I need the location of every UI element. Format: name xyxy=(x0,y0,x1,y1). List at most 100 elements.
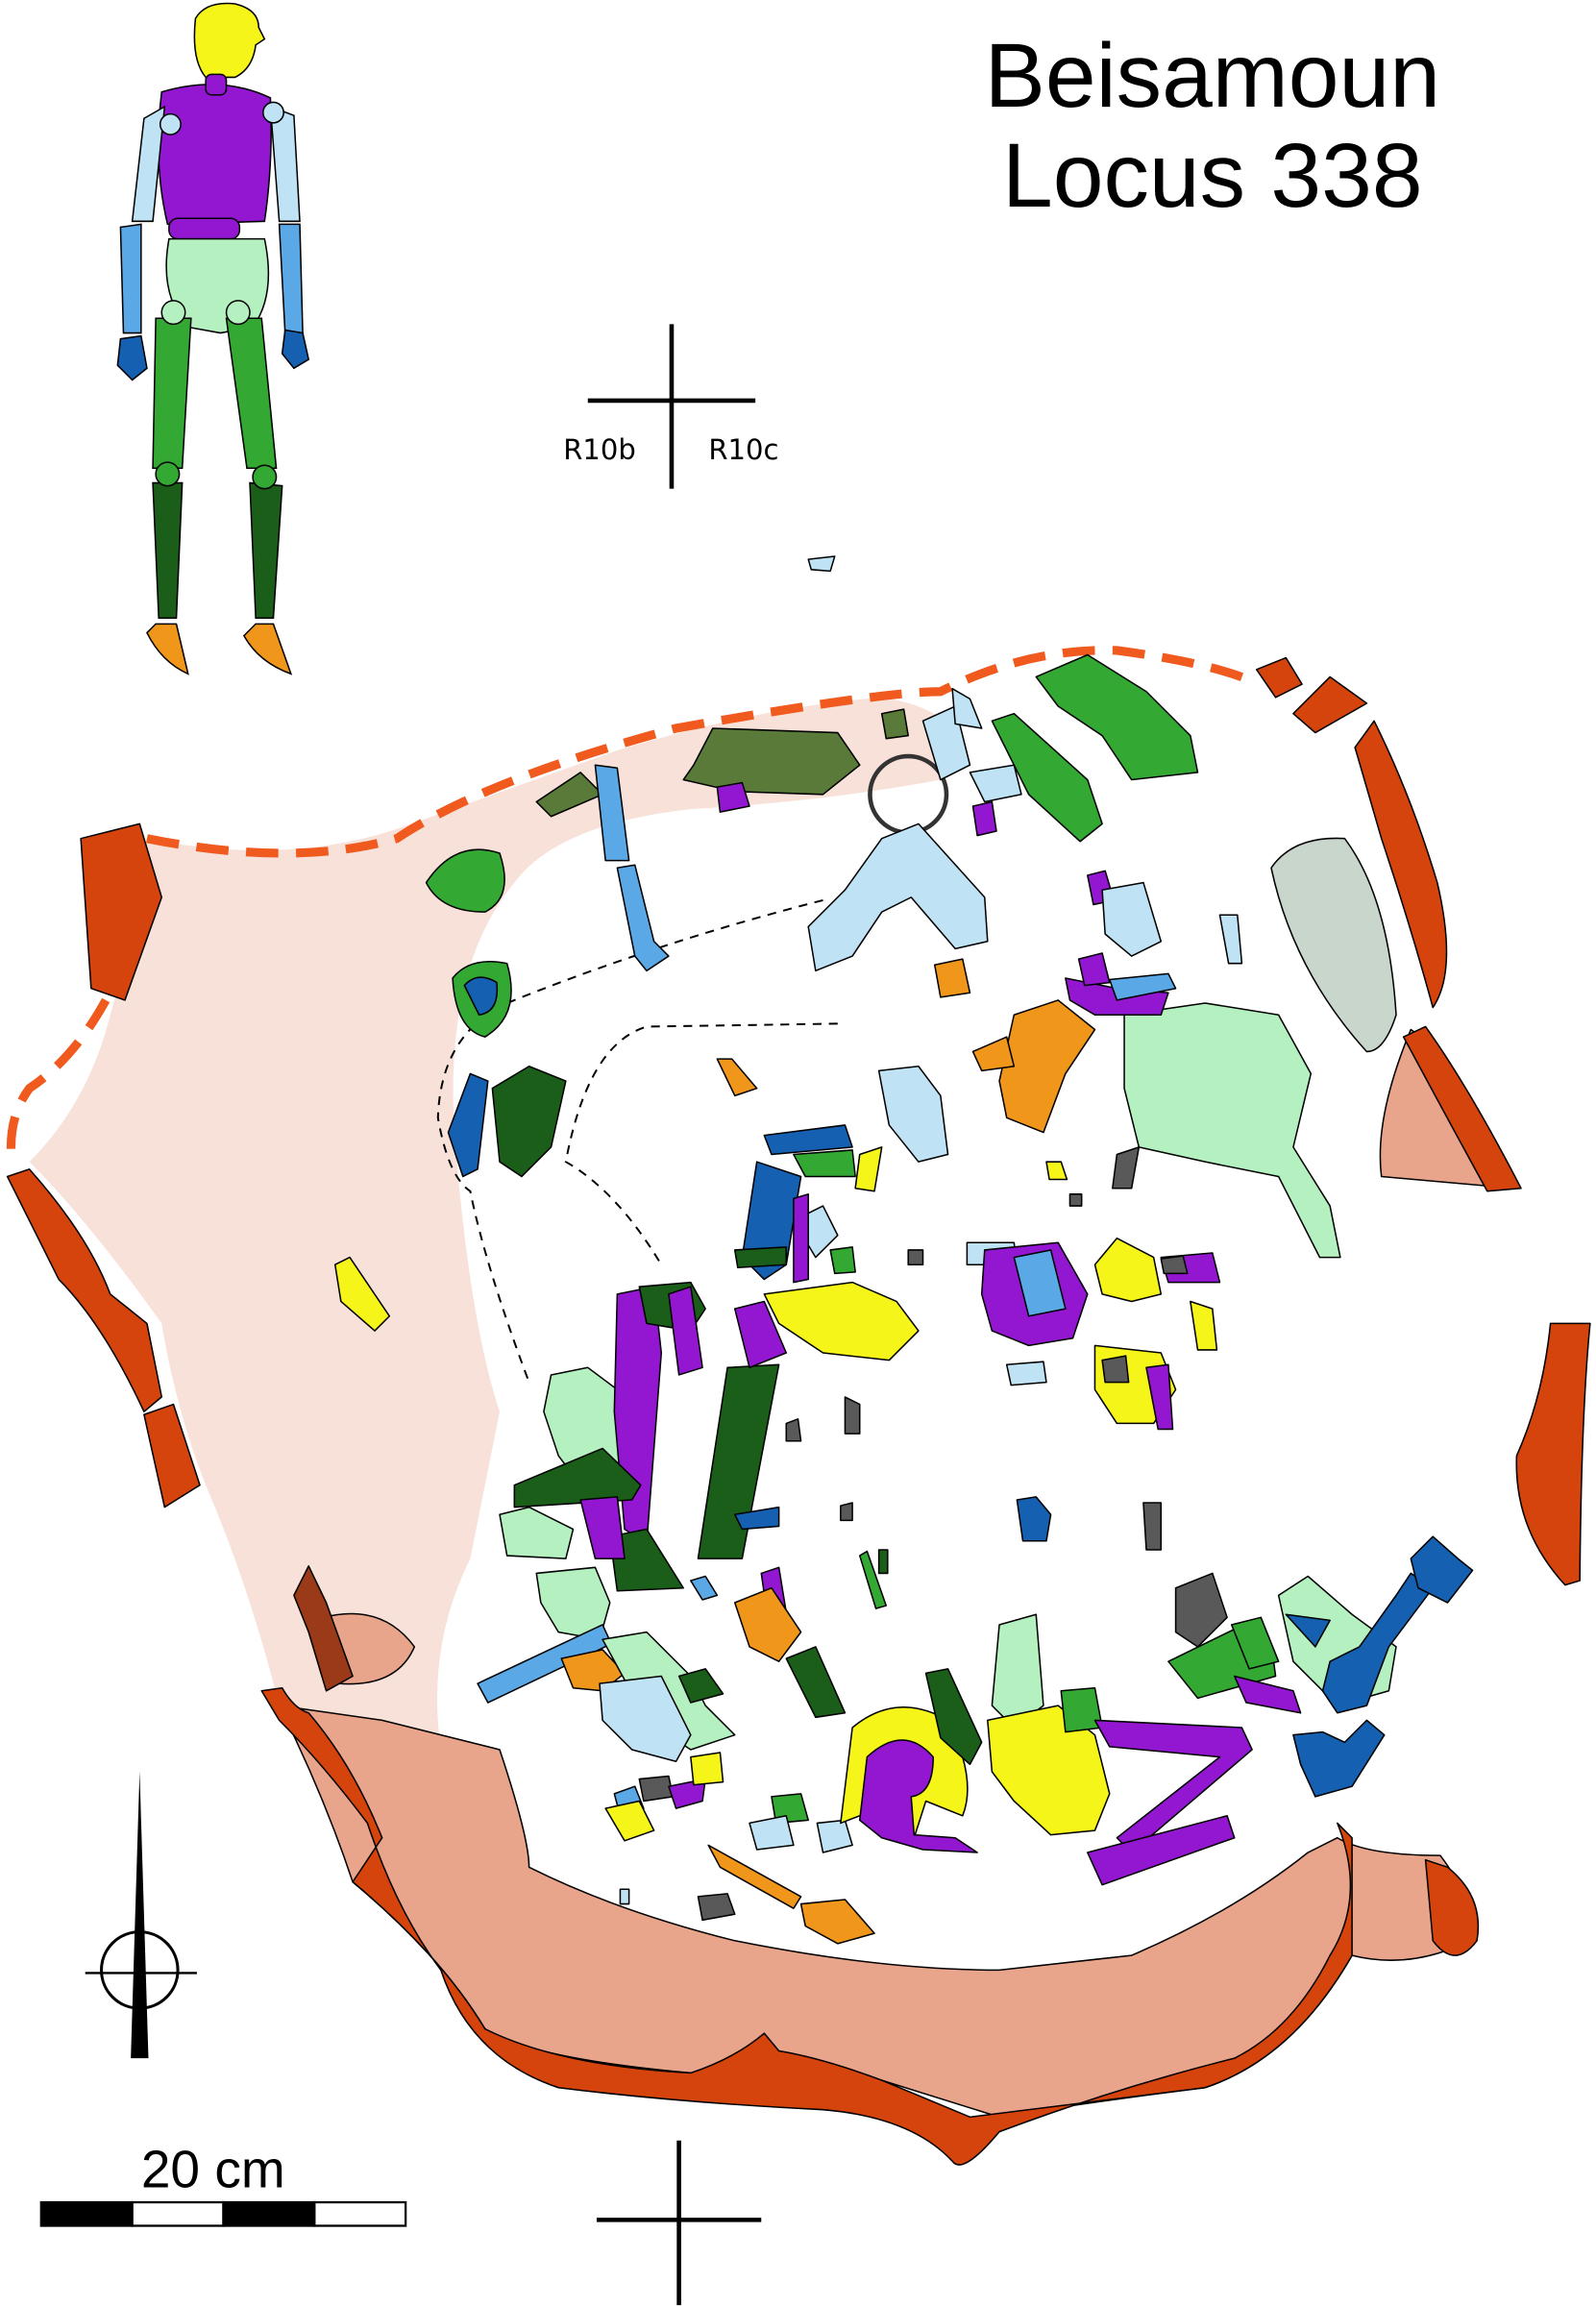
bone-fragment-upper-arm xyxy=(969,764,1022,803)
grid-label-r10b: R10b xyxy=(563,433,636,466)
bone-fragment-gray xyxy=(1160,1255,1189,1275)
bone-fragment-hand xyxy=(463,976,499,1016)
bone-fragment-shin xyxy=(608,1528,684,1592)
bone-fragment-gray xyxy=(1174,1572,1228,1648)
bone-fragment-gray xyxy=(697,1893,736,1922)
bone-fragment-upper-arm xyxy=(749,1815,795,1851)
wall-west-lower xyxy=(143,1403,201,1509)
legend-hand-left xyxy=(116,334,148,381)
bone-fragment-thigh xyxy=(858,1550,888,1609)
wall-northwest xyxy=(80,822,163,1001)
bone-fragment-forearm xyxy=(1013,1249,1067,1317)
title-site: Beisamoun xyxy=(985,25,1440,127)
bone-fragment-foot xyxy=(707,1844,802,1909)
bone-fragment-hand xyxy=(1016,1496,1052,1542)
legend-thigh-left xyxy=(152,317,192,470)
legend-forearm-left xyxy=(119,223,142,334)
bone-fragment-upper-arm xyxy=(816,1819,853,1853)
bone-fragment-shin xyxy=(697,1363,780,1559)
legend-foot-left xyxy=(146,623,189,675)
scale-bar-label: 20 cm xyxy=(141,2140,285,2199)
bone-fragment-torso xyxy=(858,1739,978,1853)
bone-fragment-thigh xyxy=(1230,1616,1280,1670)
grid-marker-top xyxy=(587,324,756,489)
bone-fragment-upper-arm xyxy=(1101,881,1163,957)
bone-fragment-skull xyxy=(333,1256,391,1332)
wall-northeast-2 xyxy=(1292,675,1368,734)
north-arrow-circle xyxy=(100,1930,180,2010)
bone-fragment-upper-arm xyxy=(599,1675,692,1762)
bone-fragment-torso xyxy=(579,1496,626,1559)
pit-fill-area xyxy=(29,697,956,1750)
wall-south xyxy=(260,1686,1353,2166)
bone-fragment-forearm xyxy=(616,864,670,972)
bone-fragment-forearm xyxy=(594,764,630,862)
legend-shin-right xyxy=(249,481,283,620)
bone-fragment-foot xyxy=(998,999,1096,1134)
bone-fragment-gray xyxy=(785,1418,802,1442)
legend-forearm-right xyxy=(278,223,304,334)
legend-thigh-right xyxy=(225,317,278,470)
bone-fragment-thigh xyxy=(771,1793,809,1825)
bone-fragment-skull xyxy=(854,1146,883,1192)
scale-bar xyxy=(39,2200,407,2227)
bone-fragment-foot xyxy=(971,1036,1016,1072)
bone-fragment-thigh xyxy=(991,712,1103,843)
legend-upper-arm-right xyxy=(269,105,301,223)
wall-northeast-1 xyxy=(1255,656,1303,699)
bone-fragment-foot xyxy=(716,1058,758,1097)
legend-foot-right xyxy=(242,623,293,675)
legend-shin-left xyxy=(152,481,184,620)
bone-fragment-upper-arm xyxy=(807,822,989,972)
bone-fragment-pelvis xyxy=(1123,1002,1341,1259)
bone-fragment-torso xyxy=(1233,1675,1302,1714)
bone-fragment-hand xyxy=(733,1506,780,1531)
pit-edge-dashed-west xyxy=(6,997,110,1163)
bone-fragment-shin xyxy=(491,1065,567,1178)
bone-fragment-pelvis xyxy=(499,1506,575,1559)
stone-brown xyxy=(293,1565,354,1692)
bone-fragment-skull xyxy=(1045,1161,1068,1181)
legend-skull xyxy=(193,2,266,79)
bone-fragment-foot xyxy=(733,1586,802,1662)
bone-fragment-shin xyxy=(677,1668,724,1704)
bone-fragment-torso xyxy=(971,800,997,837)
bone-fragment-shin xyxy=(785,1646,847,1719)
wall-west xyxy=(6,1168,163,1412)
bone-fragment-shin xyxy=(924,1668,983,1766)
bone-fragment-gray xyxy=(638,1775,675,1803)
grid-marker-bottom xyxy=(596,2140,762,2306)
bone-fragment-gray xyxy=(1112,1146,1141,1190)
bone-fragment-hand xyxy=(763,1124,853,1156)
legend-hand-right xyxy=(281,329,310,370)
pit-edge-dashed xyxy=(146,646,1251,858)
wall-east-2 xyxy=(1402,1025,1522,1192)
bone-fragment-upper-arm xyxy=(1218,914,1243,965)
grid-label-r10c: R10c xyxy=(708,433,778,466)
bone-fragment-forearm xyxy=(1108,972,1177,1001)
bone-fragment-torso xyxy=(716,781,750,813)
wall-east-1 xyxy=(1354,720,1448,1009)
wall-segments xyxy=(6,656,1591,2166)
bone-fragment-upper-arm xyxy=(1005,1361,1047,1386)
bone-fragment-thigh xyxy=(425,848,505,913)
bone-fragments xyxy=(333,555,1474,1945)
bone-fragment-foot xyxy=(799,1899,875,1945)
bone-fragment-thigh xyxy=(793,1149,856,1178)
bone-fragment-skull xyxy=(604,1800,655,1842)
north-arrow xyxy=(85,1771,197,2059)
bone-fragment-torso xyxy=(668,1286,703,1376)
bone-fragment-shin xyxy=(733,1246,788,1269)
body-part-legend-figure xyxy=(116,2,310,675)
legend-upper-arm-left xyxy=(131,105,166,223)
north-arrow-needle xyxy=(131,1771,149,2059)
bone-fragment-torso xyxy=(793,1193,809,1284)
bone-fragment-thigh xyxy=(829,1246,856,1275)
bone-fragment-skull xyxy=(1190,1300,1218,1351)
wall-southeast xyxy=(1424,1858,1480,1956)
bone-fragment-thigh xyxy=(1035,653,1199,781)
bone-fragment-upper-arm xyxy=(619,1888,630,1905)
bone-fragment-shin xyxy=(877,1549,889,1575)
bone-fragment-foot xyxy=(933,958,971,998)
